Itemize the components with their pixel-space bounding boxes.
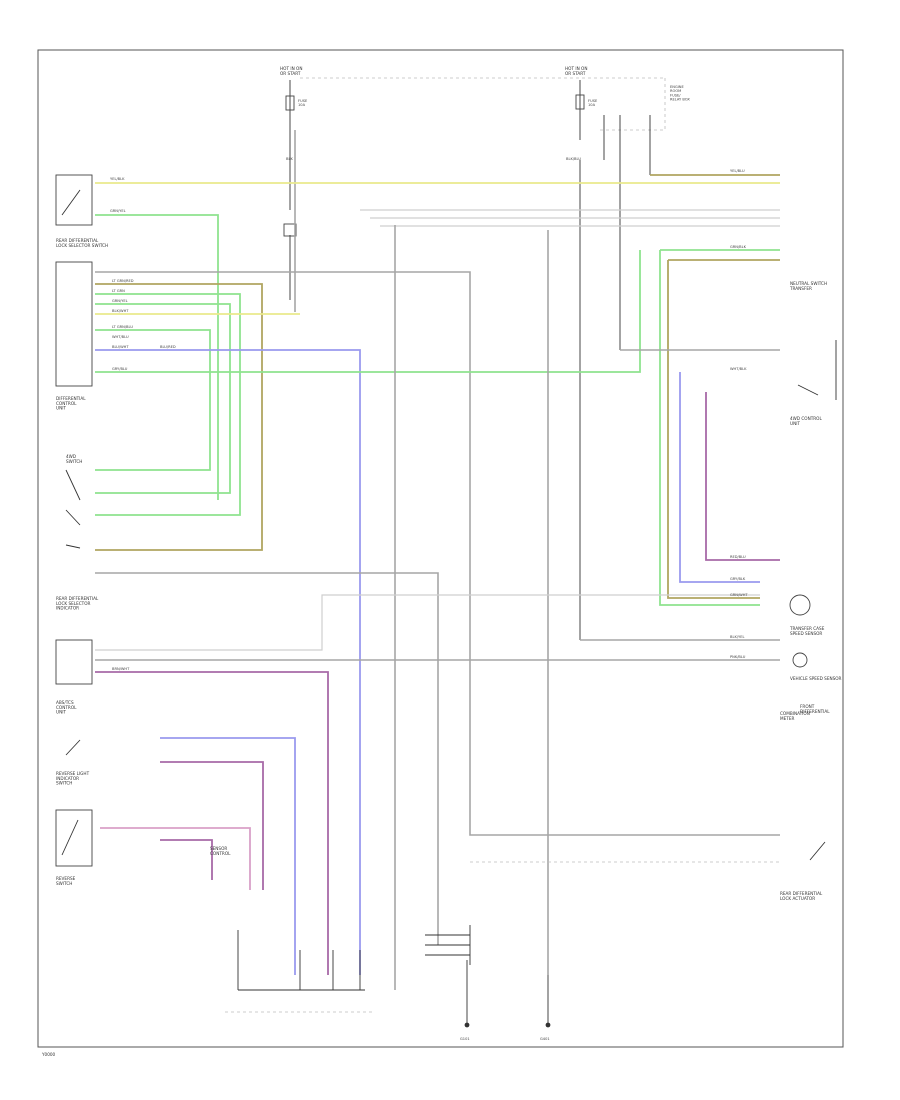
ground-g101: G101 xyxy=(460,960,470,1041)
component-combination-meter-lamp xyxy=(792,652,808,668)
component-4wd-switch xyxy=(65,469,81,549)
svg-text:BLK/YEL: BLK/YEL xyxy=(730,635,745,639)
diagram-frame xyxy=(37,49,844,1048)
svg-text:LT GRN: LT GRN xyxy=(112,289,125,293)
svg-text:YEL/BLU: YEL/BLU xyxy=(730,169,745,173)
footer-code: Y0000 xyxy=(41,1052,56,1057)
svg-text:BLK: BLK xyxy=(286,157,293,161)
svg-text:GRN/YEL: GRN/YEL xyxy=(112,299,128,303)
svg-text:BLU/WHT: BLU/WHT xyxy=(112,345,129,349)
svg-text:WHT/BLU: WHT/BLU xyxy=(112,335,129,339)
wire-grn-top xyxy=(95,214,219,500)
svg-text:BLK/BLU: BLK/BLU xyxy=(566,157,581,161)
svg-text:GRN/BLK: GRN/BLK xyxy=(730,245,747,249)
svg-text:LT GRN/RED: LT GRN/RED xyxy=(112,279,134,283)
svg-text:GRN/WHT: GRN/WHT xyxy=(730,593,748,597)
component-lock-actuator-switch xyxy=(809,841,826,861)
label-vehicle-speed-sensor: VEHICLE SPEED SENSOR xyxy=(790,676,842,681)
component-indicator-box xyxy=(55,639,93,685)
svg-text:G101: G101 xyxy=(460,1037,470,1041)
component-vehicle-speed-sensor xyxy=(797,340,837,400)
svg-text:RED/BLU: RED/BLU xyxy=(730,555,746,559)
svg-text:BLU/RED: BLU/RED xyxy=(160,345,176,349)
component-reverse-switch xyxy=(55,739,93,867)
svg-text:G401: G401 xyxy=(540,1037,550,1041)
svg-text:GRY/BLK: GRY/BLK xyxy=(730,577,746,581)
ground-g401: G401 xyxy=(540,975,551,1041)
svg-text:PNK/BLU: PNK/BLU xyxy=(730,655,746,659)
svg-text:GRY/BLU: GRY/BLU xyxy=(112,367,128,371)
svg-text:GRN/YEL: GRN/YEL xyxy=(110,209,126,213)
component-differential-control-unit xyxy=(55,261,93,387)
svg-text:LT GRN/BLU: LT GRN/BLU xyxy=(112,325,133,329)
component-front-differential-motor xyxy=(789,594,811,616)
component-connector-block xyxy=(425,925,471,965)
svg-text:BRN/WHT: BRN/WHT xyxy=(112,667,130,671)
component-lock-selector-switch xyxy=(55,174,93,226)
svg-text:WHT/BLK: WHT/BLK xyxy=(730,367,747,371)
svg-text:YEL/BLK: YEL/BLK xyxy=(110,177,125,181)
svg-text:BLK/WHT: BLK/WHT xyxy=(112,309,129,313)
